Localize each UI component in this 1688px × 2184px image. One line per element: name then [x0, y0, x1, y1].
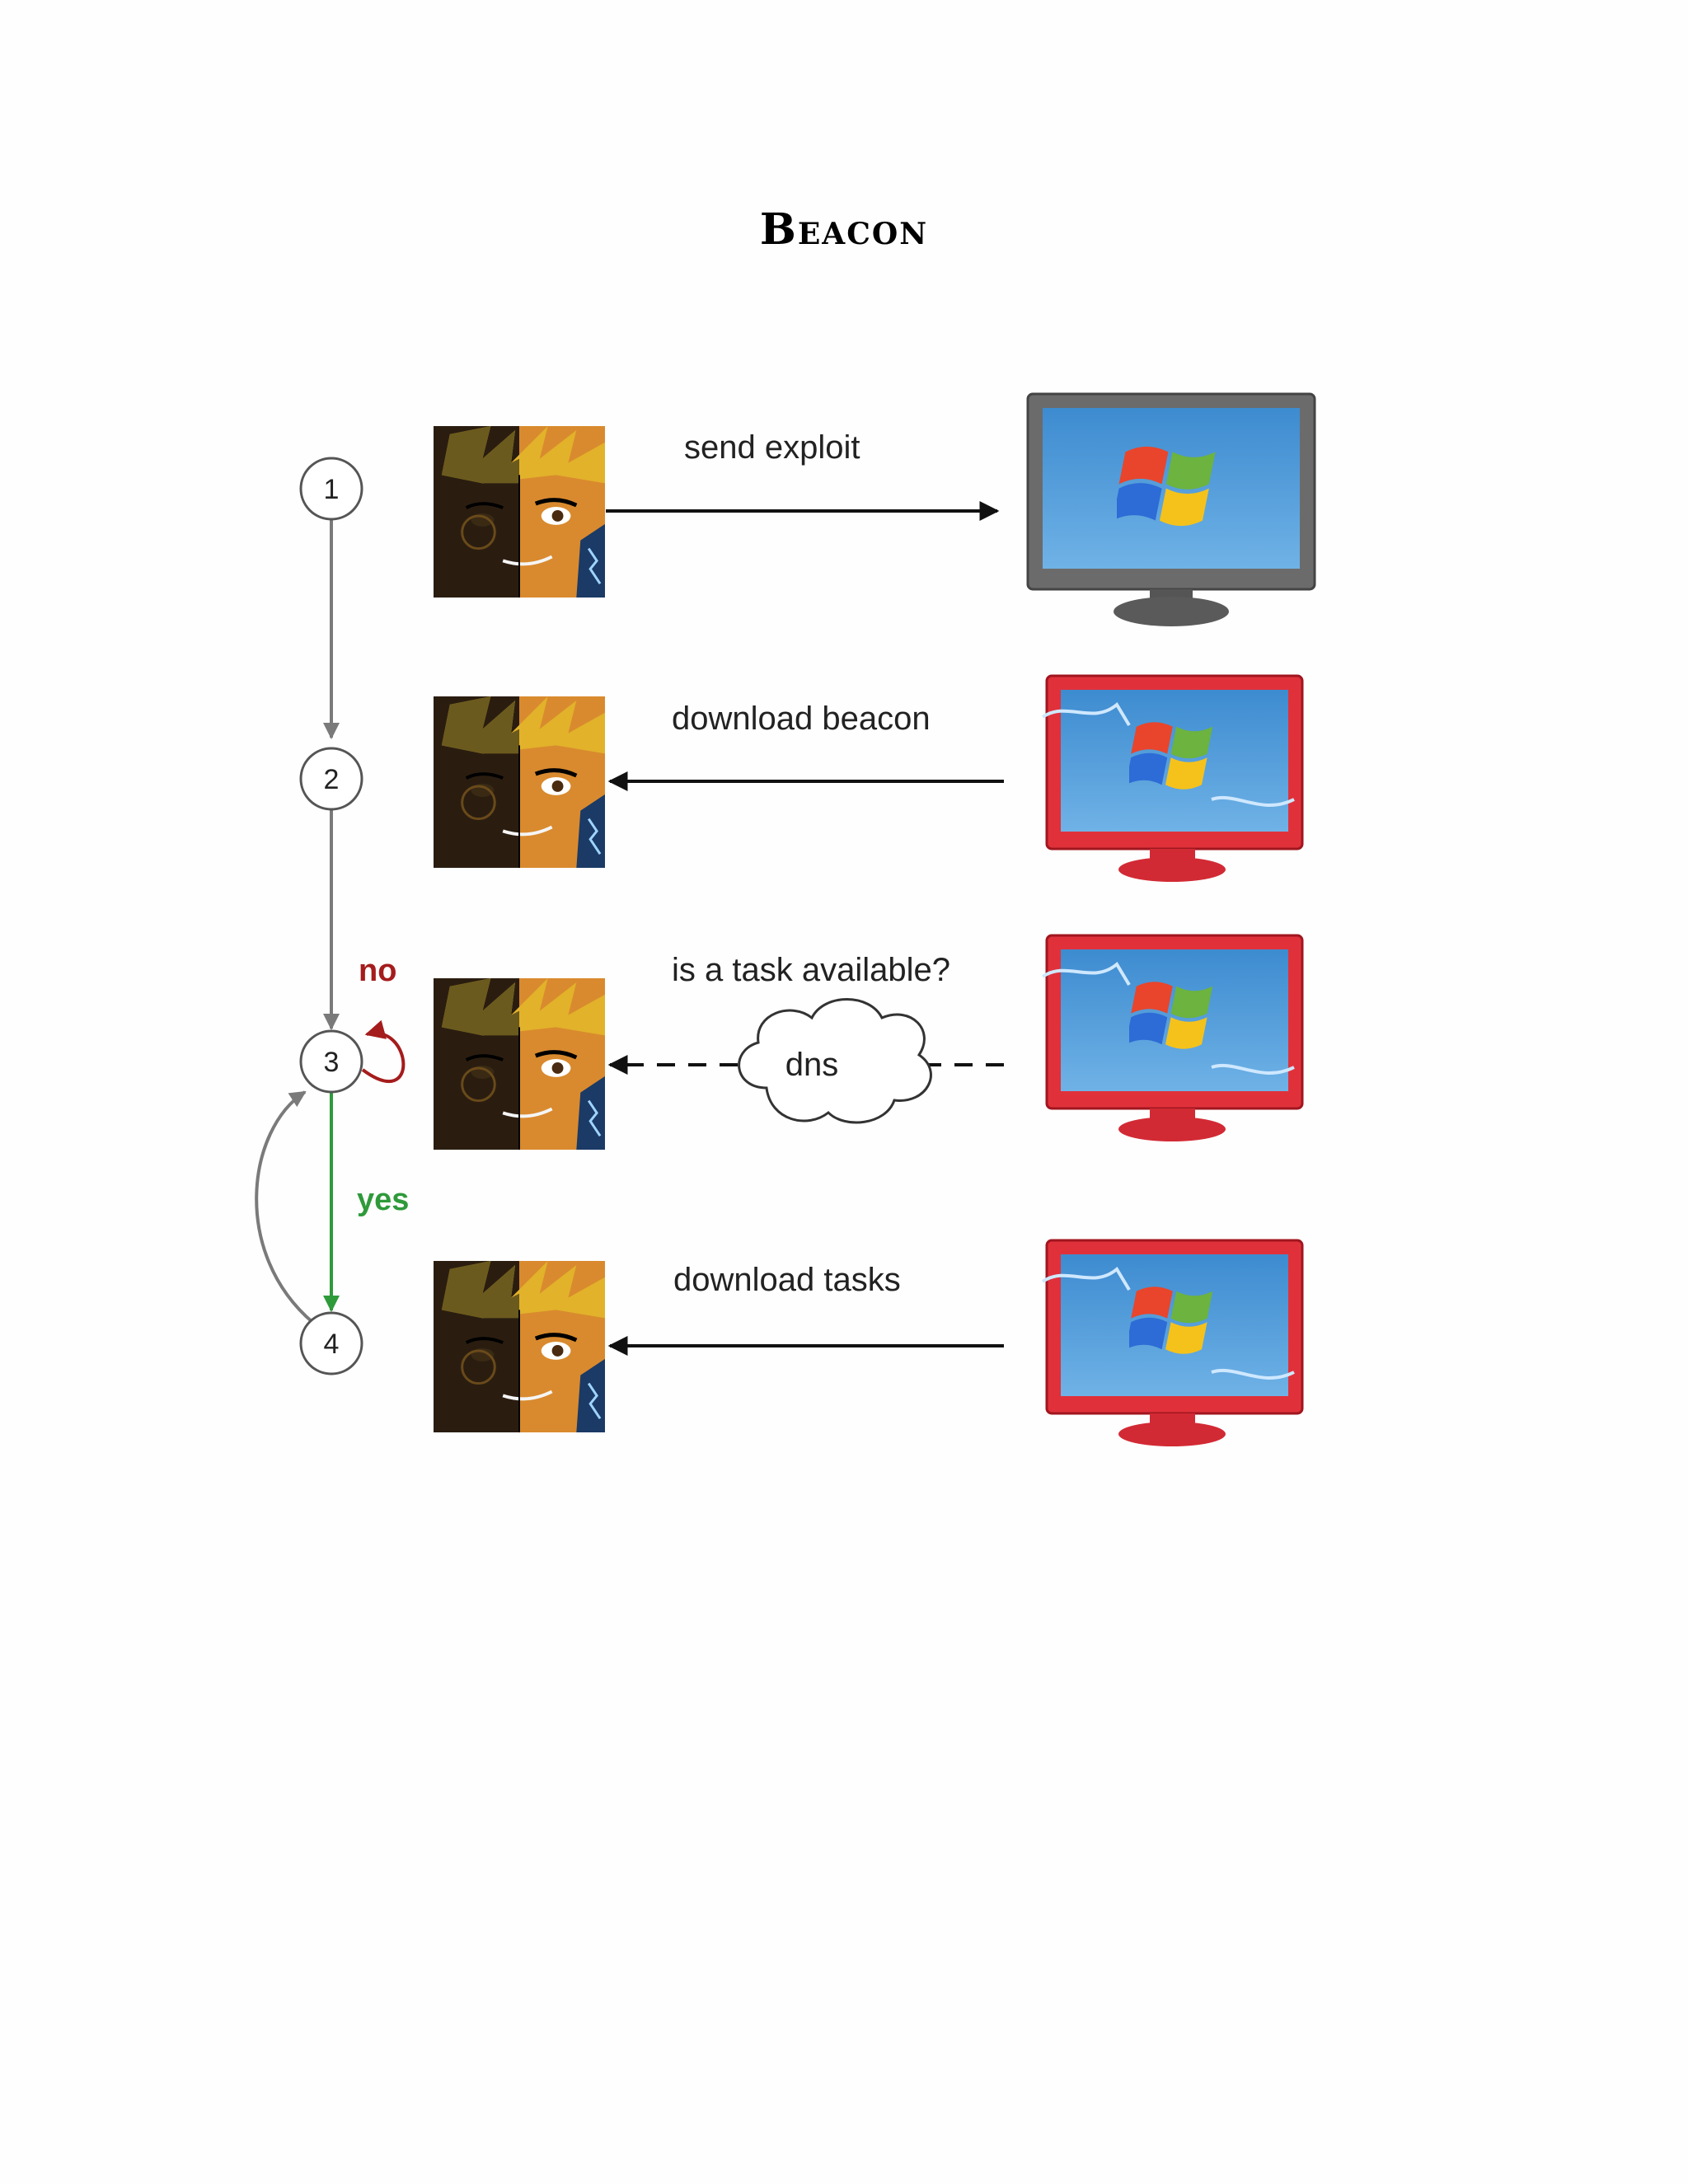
step-label: is a task available?	[672, 952, 950, 988]
page-title: Beacon	[759, 204, 929, 255]
step-node: 4	[299, 1311, 363, 1376]
step-number: 1	[324, 474, 340, 505]
step-label: download tasks	[673, 1262, 901, 1298]
step-node: 2	[299, 747, 363, 811]
dns-cloud-icon	[738, 998, 932, 1124]
loop-back-arrow	[255, 1090, 315, 1324]
infected-windows-monitor-icon	[1041, 674, 1304, 882]
attacker-avatar-icon	[434, 696, 605, 868]
step-number: 2	[324, 764, 340, 795]
step-label: send exploit	[684, 429, 860, 466]
attacker-avatar-icon	[434, 978, 605, 1150]
infected-windows-monitor-icon	[1041, 934, 1304, 1141]
attacker-avatar-icon	[434, 1261, 605, 1432]
step-number: 4	[324, 1329, 340, 1360]
infected-windows-monitor-icon	[1041, 1239, 1304, 1446]
no-loop-arrow	[361, 1019, 406, 1084]
dns-label: dns	[785, 1047, 839, 1083]
step-node: 3	[299, 1029, 363, 1094]
windows-monitor-icon	[1026, 392, 1316, 626]
attacker-avatar-icon	[434, 426, 605, 598]
yes-label: yes	[357, 1183, 409, 1217]
step-label: download beacon	[672, 701, 931, 737]
step-node: 1	[299, 457, 363, 521]
no-label: no	[359, 954, 396, 988]
step-number: 3	[324, 1047, 340, 1078]
